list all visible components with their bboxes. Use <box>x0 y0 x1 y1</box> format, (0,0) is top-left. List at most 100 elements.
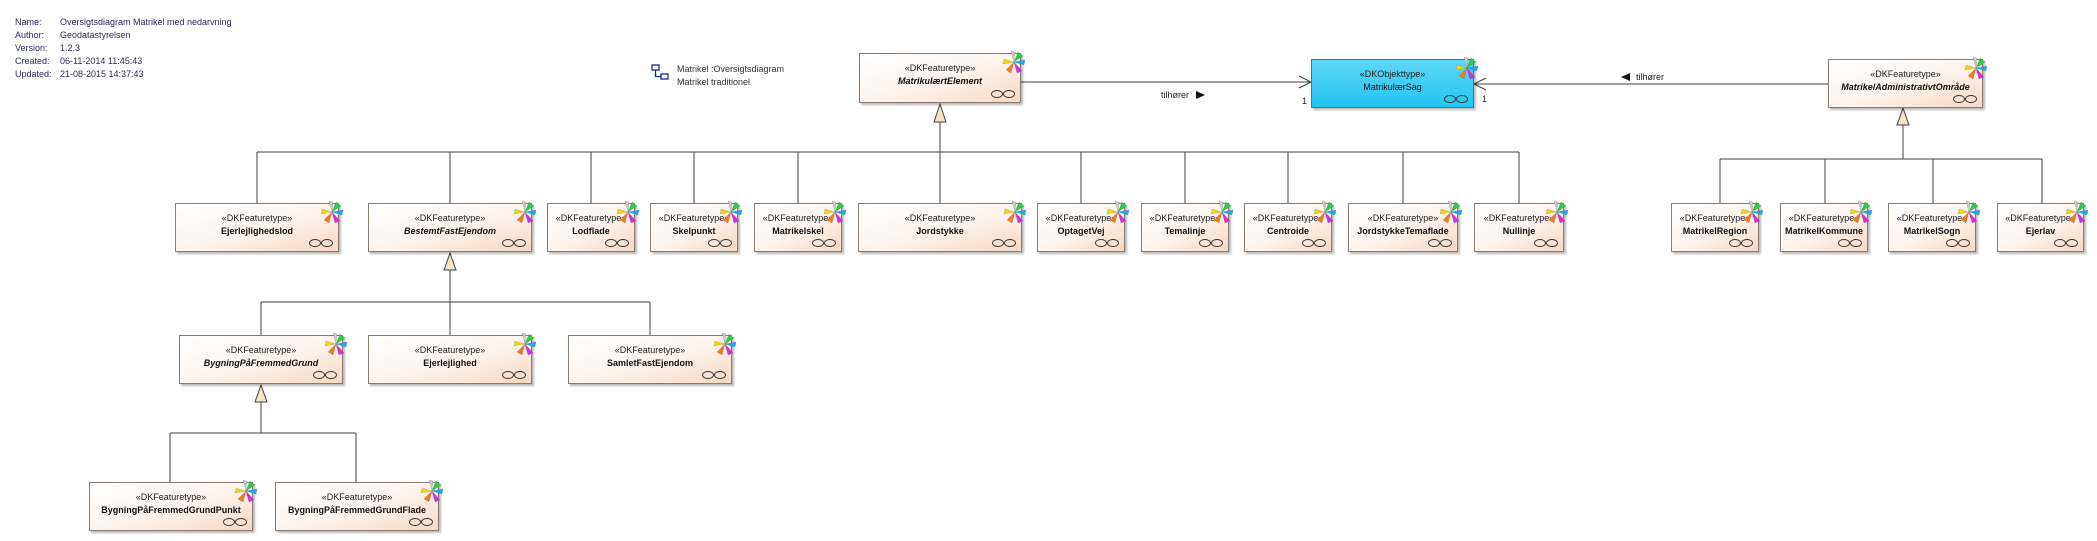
feature-type-icon <box>513 332 537 356</box>
association-label-left: tilhører <box>1161 90 1190 100</box>
multiplicity-left: 1 <box>1302 96 1308 106</box>
class-stereotype: «DKFeaturetype» <box>1896 213 1968 223</box>
class-stereotype: «DKFeaturetype» <box>221 213 293 223</box>
class-stereotype: «DKFeaturetype» <box>225 345 297 355</box>
class-samlet-fast-ejendom[interactable]: «DKFeaturetype»SamletFastEjendom <box>568 332 737 384</box>
class-stereotype: «DKObjekttype» <box>1359 69 1426 79</box>
class-name: Matrikelskel <box>772 226 824 236</box>
class-ejerlav[interactable]: «DKFeaturetype»Ejerlav <box>1997 200 2089 252</box>
ellipse-marker-icon <box>2054 239 2078 247</box>
ellipse-marker-icon <box>502 371 526 379</box>
class-stereotype: «DKFeaturetype» <box>1483 213 1555 223</box>
diagram-reference[interactable]: Matrikel :Oversigtsdiagram Matrikel trad… <box>651 63 784 89</box>
diagram-link-icon <box>651 64 669 80</box>
class-matrikel-region[interactable]: «DKFeaturetype» MatrikelRegion <box>1671 200 1764 252</box>
class-bygning-pfg-flade[interactable]: «DKFeaturetype»BygningPåFremmedGrundFlad… <box>275 479 444 531</box>
class-jordstykke-temaflade[interactable]: «DKFeaturetype»JordstykkeTemaflade <box>1348 200 1463 252</box>
meta-row-updated: Updated:21-08-2015 14:37:43 <box>15 68 232 81</box>
feature-type-icon <box>1003 200 1027 224</box>
ellipse-marker-icon <box>702 371 726 379</box>
class-bygning-paa-fremmed-grund[interactable]: «DKFeaturetype» BygningPåFremmedGrund <box>179 332 348 384</box>
meta-value: 06-11-2014 11:45:43 <box>60 56 143 66</box>
ellipse-marker-icon <box>1428 239 1452 247</box>
ellipse-marker-icon <box>309 239 333 247</box>
feature-type-icon <box>1545 200 1569 224</box>
ellipse-marker-icon <box>1302 239 1326 247</box>
diagram-ref-title: Matrikel :Oversigtsdiagram <box>677 64 785 74</box>
feature-type-icon <box>234 479 258 503</box>
class-stereotype: «DKFeaturetype» <box>414 213 486 223</box>
class-matrikulaer-sag[interactable]: «DKObjekttype» MatrikulærSag <box>1311 56 1479 108</box>
class-temalinje[interactable]: «DKFeaturetype»Temalinje <box>1141 200 1234 252</box>
class-ejerlejlighed[interactable]: «DKFeaturetype»Ejerlejlighed <box>368 332 537 384</box>
class-stereotype: «DKFeaturetype» <box>1679 213 1751 223</box>
class-stereotype: «DKFeaturetype» <box>658 213 730 223</box>
class-name: MatrikulærSag <box>1363 82 1422 92</box>
class-name: Nullinje <box>1502 226 1536 236</box>
class-name: Skelpunkt <box>672 226 716 236</box>
class-name: BygningPåFremmedGrund <box>203 358 319 368</box>
meta-row-name: Name:Oversigtsdiagram Matrikel med nedar… <box>15 16 232 29</box>
association-arrowhead <box>1472 77 1487 91</box>
ellipse-marker-icon <box>1534 239 1558 247</box>
class-matrikulaert-element[interactable]: «DKFeaturetype»MatrikulærtElement <box>859 50 1026 103</box>
feature-type-icon <box>420 479 444 503</box>
class-jordstykke[interactable]: «DKFeaturetype» Jordstykke <box>858 200 1027 252</box>
feature-type-icon <box>616 200 640 224</box>
meta-key: Updated: <box>15 69 52 79</box>
class-name: OptagetVej <box>1057 226 1105 236</box>
class-matrikelskel[interactable]: «DKFeaturetype»Matrikelskel <box>754 200 847 252</box>
ellipse-marker-icon <box>991 90 1015 98</box>
feature-type-icon <box>513 200 537 224</box>
feature-type-icon <box>1957 200 1981 224</box>
meta-value: Oversigtsdiagram Matrikel med nedarvning <box>60 17 232 27</box>
ellipse-marker-icon <box>1729 239 1753 247</box>
class-stereotype: «DKFeaturetype» <box>555 213 627 223</box>
direction-arrow <box>1621 73 1630 81</box>
ellipse-marker-icon <box>223 518 247 526</box>
meta-key: Author: <box>15 30 45 40</box>
class-lodflade[interactable]: «DKFeaturetype» Lodflade <box>547 200 640 252</box>
class-stereotype: «DKFeaturetype» <box>414 345 486 355</box>
generalization-triangle <box>1896 106 1910 126</box>
class-bygning-pfg-punkt[interactable]: «DKFeaturetype»BygningPåFremmedGrundPunk… <box>89 479 258 531</box>
class-name: Centroide <box>1266 226 1309 236</box>
class-nullinje[interactable]: «DKFeaturetype» Nullinje <box>1474 200 1569 252</box>
class-stereotype: «DKFeaturetype» <box>614 345 686 355</box>
class-stereotype: «DKFeaturetype» <box>1149 213 1221 223</box>
meta-key: Created: <box>15 56 50 66</box>
feature-type-icon <box>719 200 743 224</box>
feature-type-icon <box>1210 200 1234 224</box>
feature-type-icon <box>823 200 847 224</box>
class-name: MatrikelRegion <box>1682 226 1748 236</box>
feature-type-icon <box>1849 200 1873 224</box>
class-name: Jordstykke <box>916 226 964 236</box>
class-skelpunkt[interactable]: «DKFeaturetype» Skelpunkt <box>650 200 743 252</box>
feature-type-icon <box>713 332 737 356</box>
class-bestemt-fast-ejendom[interactable]: «DKFeaturetype»BestemtFastEjendom <box>368 200 537 252</box>
ellipse-marker-icon <box>409 518 433 526</box>
class-optaget-vej[interactable]: «DKFeaturetype»OptagetVej <box>1037 200 1130 252</box>
class-stereotype: «DKFeaturetype» <box>321 492 393 502</box>
generalization-triangle <box>254 383 268 403</box>
class-name: JordstykkeTemaflade <box>1357 226 1449 236</box>
feature-type-icon <box>1106 200 1130 224</box>
class-matrikel-kommune[interactable]: «DKFeaturetype»MatrikelKommune <box>1780 200 1873 252</box>
direction-arrow <box>1196 91 1205 99</box>
class-stereotype: «DKFeaturetype» <box>1788 213 1860 223</box>
class-ejerlejlighedslod[interactable]: «DKFeaturetype»Ejerlejlighedslod <box>175 200 344 252</box>
generalization-triangle <box>933 102 947 123</box>
feature-type-icon <box>1455 56 1479 80</box>
class-name: MatrikelSogn <box>1903 226 1961 236</box>
class-matrikel-administrativt-omraade[interactable]: «DKFeaturetype»MatrikelAdministrativtOmr… <box>1828 56 1988 108</box>
ellipse-marker-icon <box>1953 95 1977 103</box>
ellipse-marker-icon <box>1838 239 1862 247</box>
class-stereotype: «DKFeaturetype» <box>904 63 976 73</box>
class-stereotype: «DKFeaturetype» <box>904 213 976 223</box>
feature-type-icon <box>324 332 348 356</box>
class-name: Lodflade <box>572 226 610 236</box>
class-centroide[interactable]: «DKFeaturetype»Centroide <box>1244 200 1337 252</box>
feature-type-icon <box>1002 50 1026 74</box>
class-matrikel-sogn[interactable]: «DKFeaturetype» MatrikelSogn <box>1888 200 1981 252</box>
